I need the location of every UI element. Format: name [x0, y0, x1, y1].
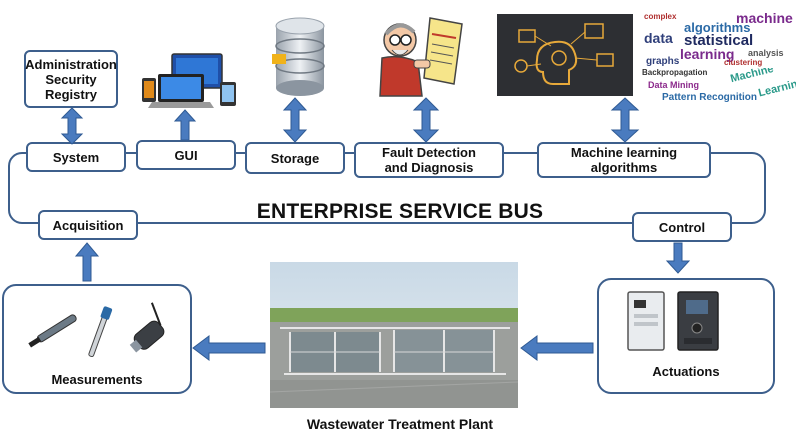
ml-box[interactable]: Machine learning algorithms	[537, 142, 711, 178]
actuations-label: Actuations	[652, 364, 720, 379]
admin-line1: Administration	[25, 56, 117, 72]
plant-label: Wastewater Treatment Plant	[306, 416, 494, 432]
ml-arrow	[610, 97, 640, 143]
acquisition-label: Acquisition	[52, 217, 124, 233]
ai-head-icon	[514, 23, 614, 85]
cloud-word-machine: machine	[736, 10, 793, 26]
storage-box[interactable]: Storage	[245, 142, 345, 174]
ml-line2: algorithms	[590, 160, 658, 175]
wordcloud-bottom: Backpropagation Machine Learning Data Mi…	[640, 68, 796, 106]
control-down-arrow	[665, 242, 691, 274]
control-box[interactable]: Control	[632, 212, 732, 242]
gui-box[interactable]: GUI	[136, 140, 236, 170]
acquisition-up-arrow	[74, 242, 100, 282]
measurements-label: Measurements	[51, 372, 143, 387]
cloud-word-graphs: graphs	[646, 56, 680, 67]
cloud-word-data: data	[644, 30, 673, 46]
cloud-word-clustering: clustering	[724, 58, 763, 67]
fault-detection-box[interactable]: Fault Detection and Diagnosis	[354, 142, 504, 178]
plant-to-measurements-arrow	[192, 335, 266, 361]
gui-label: GUI	[174, 147, 198, 163]
cloud-word-pattern-recognition: Pattern Recognition	[662, 92, 758, 103]
cloud-word-complex: complex	[644, 12, 677, 21]
cloud-word-data-mining: Data Mining	[648, 80, 699, 90]
wordcloud-top: complex machine algorithms data statisti…	[640, 8, 796, 68]
devices-icon	[142, 53, 236, 108]
system-label: System	[52, 149, 100, 165]
fdd-line1: Fault Detection	[382, 145, 476, 160]
cloud-word-analysis: analysis	[748, 48, 784, 58]
admin-box[interactable]: Administration Security Registry	[24, 50, 118, 108]
drive-units-icon	[627, 291, 719, 351]
actuation-to-plant-arrow	[520, 335, 594, 361]
gui-up-arrow	[173, 109, 197, 141]
storage-label: Storage	[270, 150, 320, 166]
fault-detection-arrow	[412, 97, 440, 143]
storage-arrow	[282, 97, 308, 143]
cloud-word-backpropagation: Backpropagation	[642, 68, 708, 77]
sensor-probes-icon	[28, 302, 165, 358]
database-icon	[272, 17, 325, 96]
bus-title: ENTERPRISE SERVICE BUS	[256, 200, 544, 223]
cloud-word-learning: learning	[680, 46, 735, 62]
ml-line1: Machine learning	[570, 145, 678, 160]
admin-line3: Registry	[44, 86, 98, 102]
cloud-word-algorithms: algorithms	[684, 20, 751, 35]
control-label: Control	[658, 219, 706, 235]
plant-photo	[269, 262, 519, 408]
admin-system-arrow	[60, 107, 84, 145]
system-box[interactable]: System	[26, 142, 126, 172]
admin-line2: Security	[45, 71, 97, 87]
cloud-word-machine-2: Machine	[729, 68, 775, 86]
engineer-cartoon-icon	[379, 17, 463, 97]
fdd-line2: and Diagnosis	[384, 160, 474, 175]
acquisition-box[interactable]: Acquisition	[38, 210, 138, 240]
cloud-word-statistical: statistical	[684, 32, 754, 49]
cloud-word-learning-2: Learning	[757, 76, 796, 100]
